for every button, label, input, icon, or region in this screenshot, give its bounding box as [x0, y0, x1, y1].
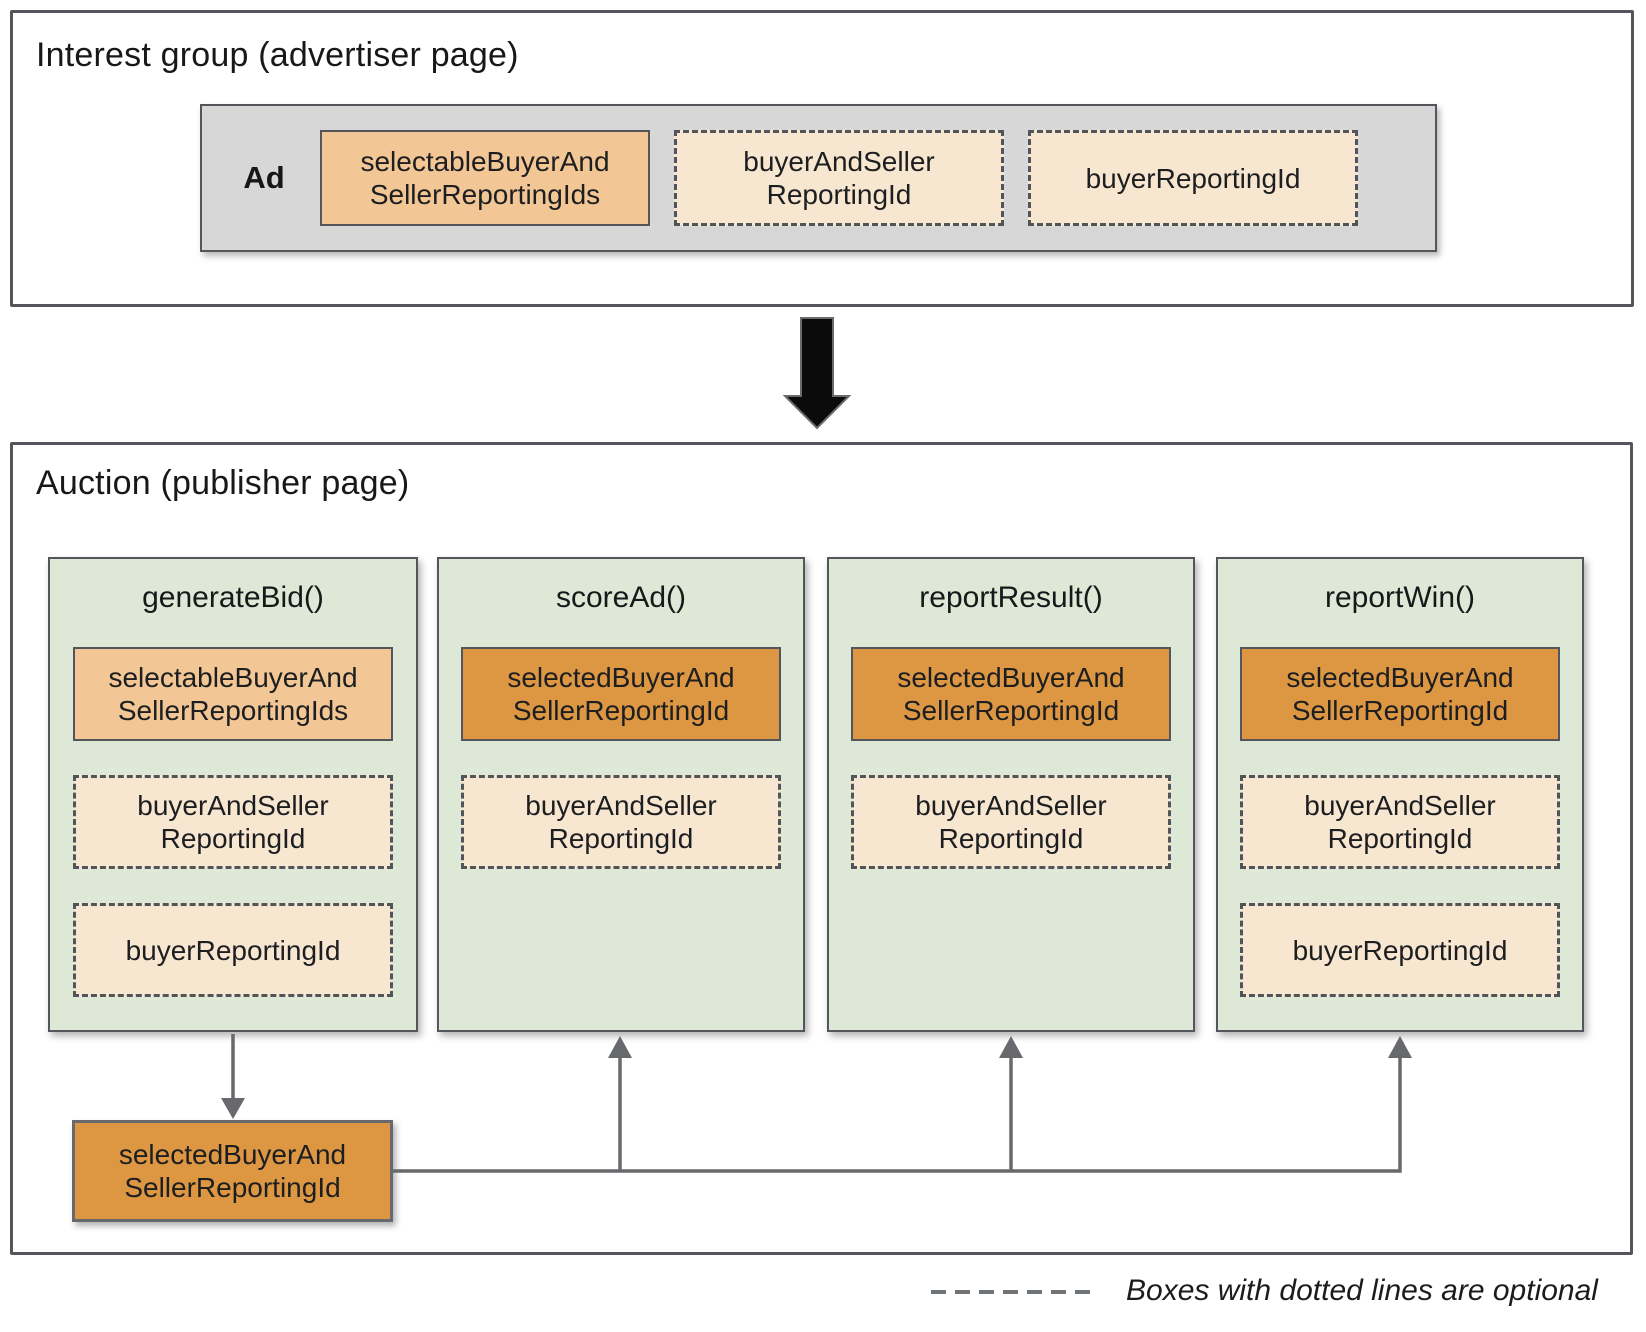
param-box-selected-buyer-and-seller-reporting-id: selectedBuyerAnd SellerReportingId [851, 647, 1171, 741]
param-box-buyer-reporting-id: buyerReportingId [1240, 903, 1560, 997]
param-box-selectable-buyer-and-seller-reporting-ids: selectableBuyerAnd SellerReportingIds [320, 130, 650, 226]
param-label-line: SellerReportingId [902, 695, 1120, 726]
param-label-line: selectedBuyerAnd [897, 662, 1125, 693]
interest-group-title: Interest group (advertiser page) [36, 36, 519, 74]
ad-label: Ad [243, 160, 285, 195]
param-label-line: buyerAndSeller [525, 790, 717, 821]
function-title-reportwin: reportWin() [1324, 581, 1475, 614]
function-column-generatebid: generateBid() selectableBuyerAnd SellerR… [48, 557, 418, 1032]
param-label-line: selectedBuyerAnd [118, 1139, 347, 1170]
param-label-line: selectableBuyerAnd [108, 662, 358, 693]
param-box-selectable-buyer-and-seller-reporting-ids: selectableBuyerAnd SellerReportingIds [73, 647, 393, 741]
param-label-line: ReportingId [766, 179, 912, 210]
param-label-line: buyerAndSeller [915, 790, 1107, 821]
param-label-line: buyerReportingId [1085, 162, 1301, 194]
param-box-buyer-and-seller-reporting-id: buyerAndSeller ReportingId [674, 130, 1004, 226]
param-label-line: SellerReportingId [124, 1172, 341, 1203]
function-title-scoread: scoreAd() [555, 581, 687, 614]
param-box-selected-buyer-and-seller-reporting-id: selectedBuyerAnd SellerReportingId [461, 647, 781, 741]
param-label-line: ReportingId [1327, 823, 1473, 854]
param-label-line: buyerAndSeller [743, 146, 935, 177]
selected-id-result-box: selectedBuyerAnd SellerReportingId [72, 1120, 393, 1222]
param-box-buyer-and-seller-reporting-id: buyerAndSeller ReportingId [73, 775, 393, 869]
param-label-line: ReportingId [938, 823, 1084, 854]
param-box-selected-buyer-and-seller-reporting-id: selectedBuyerAnd SellerReportingId [1240, 647, 1560, 741]
param-box-buyer-and-seller-reporting-id: buyerAndSeller ReportingId [1240, 775, 1560, 869]
function-column-reportresult: reportResult() selectedBuyerAnd SellerRe… [827, 557, 1195, 1032]
param-label-line: selectableBuyerAnd [360, 146, 610, 177]
param-box-buyer-and-seller-reporting-id: buyerAndSeller ReportingId [851, 775, 1171, 869]
param-box-buyer-reporting-id: buyerReportingId [73, 903, 393, 997]
ad-container: Ad selectableBuyerAnd SellerReportingIds… [200, 104, 1437, 252]
down-arrow-icon [782, 317, 852, 430]
param-box-buyer-and-seller-reporting-id: buyerAndSeller ReportingId [461, 775, 781, 869]
param-label-line: buyerAndSeller [137, 790, 329, 821]
param-label-line: buyerReportingId [1292, 934, 1508, 966]
param-label-line: ReportingId [548, 823, 694, 854]
param-label-line: buyerAndSeller [1304, 790, 1496, 821]
param-label-line: selectedBuyerAnd [1286, 662, 1514, 693]
function-title-reportresult: reportResult() [919, 581, 1103, 614]
function-column-scoread: scoreAd() selectedBuyerAnd SellerReporti… [437, 557, 805, 1032]
param-label-line: buyerReportingId [125, 934, 341, 966]
param-label-line: SellerReportingIds [369, 179, 601, 210]
function-column-reportwin: reportWin() selectedBuyerAnd SellerRepor… [1216, 557, 1584, 1032]
legend-text: Boxes with dotted lines are optional [1126, 1274, 1598, 1307]
param-label-line: SellerReportingIds [117, 695, 349, 726]
param-label-line: ReportingId [160, 823, 306, 854]
param-label-line: selectedBuyerAnd [507, 662, 735, 693]
param-label-line: SellerReportingId [1291, 695, 1509, 726]
function-title-generatebid: generateBid() [142, 581, 324, 614]
auction-title: Auction (publisher page) [36, 464, 410, 502]
param-box-buyer-reporting-id: buyerReportingId [1028, 130, 1358, 226]
param-label-line: SellerReportingId [512, 695, 730, 726]
